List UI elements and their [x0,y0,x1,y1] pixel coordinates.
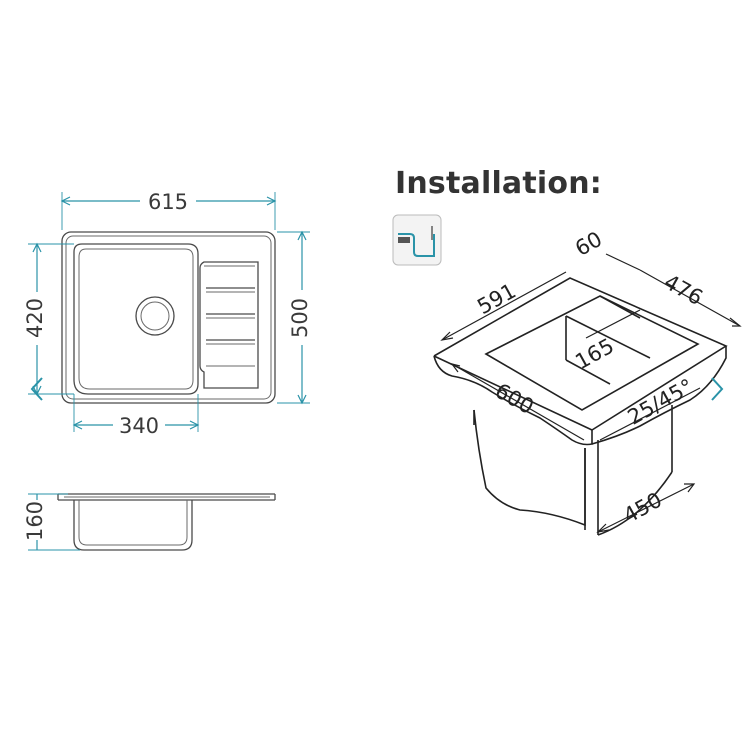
top-view: 615 420 500 340 [23,190,312,438]
installation-heading: Installation: [395,166,602,201]
dim-500: 500 [288,298,312,338]
dim-420: 420 [23,298,47,338]
inset-mount-icon [392,214,442,266]
dim-340: 340 [119,414,159,438]
drain-inner [140,301,170,331]
dim-591: 591 [473,279,520,319]
chevron-right-icon [711,377,724,401]
dim-615: 615 [148,190,188,214]
chevron-left-icon [30,377,43,401]
dim-450: 450 [619,488,666,528]
bowl-inner [78,248,194,390]
dim-160: 160 [23,501,47,541]
bowl-outline [73,243,199,395]
sink-outline [61,231,276,404]
drain-outer [135,296,175,336]
next-image-button[interactable] [705,372,729,406]
bowl-profile [73,500,193,551]
side-view: 160 [23,493,276,551]
dim-165: 165 [571,334,618,374]
sink-rim [65,235,272,400]
drainboard [199,261,259,389]
dim-60: 60 [571,227,606,261]
previous-image-button[interactable] [25,372,49,406]
installation-view: 591 60 476 165 600 25/45° 450 [433,227,742,536]
